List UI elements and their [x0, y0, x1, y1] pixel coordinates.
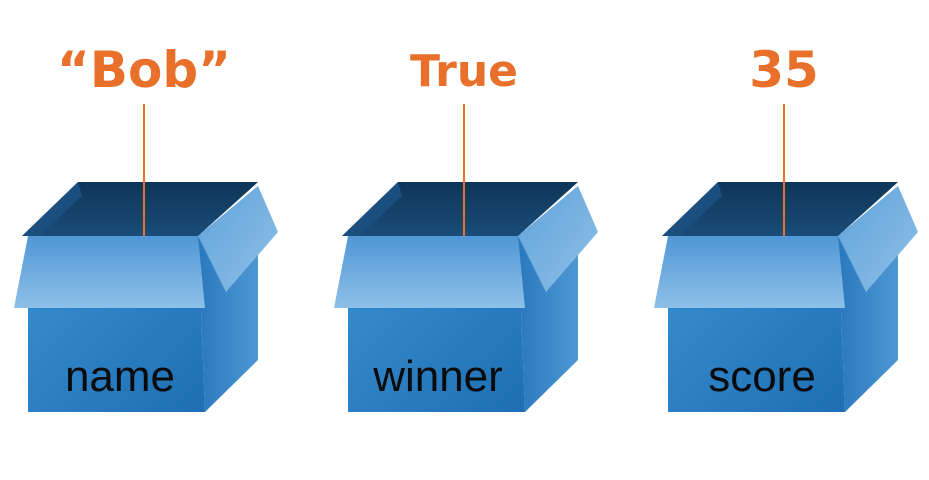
box-front-flap — [334, 236, 525, 308]
variable-winner-label: winner — [373, 352, 503, 401]
value-true: True — [409, 46, 519, 97]
box-right-flap — [838, 186, 918, 292]
variable-name-label: name — [64, 352, 176, 401]
box-front-flap — [14, 236, 205, 308]
box-score — [654, 104, 918, 412]
box-right-flap — [518, 186, 598, 292]
value-bob: “Bob” — [57, 41, 231, 99]
value-35: 35 — [749, 41, 819, 99]
box-right-flap — [198, 186, 278, 292]
box-inside-left-flap — [342, 182, 402, 236]
variable-score-label: score — [708, 352, 816, 401]
box-inside-left-flap — [22, 182, 82, 236]
box-name — [14, 104, 278, 412]
box-inside-left-flap — [662, 182, 722, 236]
box-front-flap — [654, 236, 845, 308]
box-winner — [334, 104, 598, 412]
